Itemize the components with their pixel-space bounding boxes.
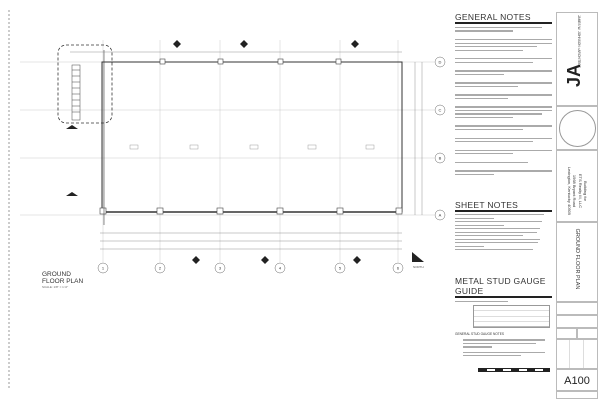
project-address-1: 1968 Bryant Road [572,174,577,208]
columns [99,58,403,215]
date-block [556,315,598,328]
seal-block [556,106,598,150]
grid-bubble-4: 4 [279,266,282,271]
grid-bubble-3: 3 [219,266,222,271]
gauge-guide-title: METAL STUD GAUGE GUIDE [455,276,546,296]
architect-block: JA JAMES W. JOHNSON • ARCHITECT [556,12,598,106]
dimension-lines [70,51,423,250]
grid-bubble-c: C [439,108,442,113]
plan-scale: SCALE: 1/8" = 1'-0" [42,285,69,289]
plan-title-line2: FLOOR PLAN [42,277,84,285]
divider [455,210,552,212]
divider [455,296,552,298]
room-tags [129,144,375,150]
sheet-notes: SHEET NOTES [455,200,552,253]
general-notes: GENERAL NOTES [455,12,552,177]
gauge-table [473,305,550,329]
revisions-block [556,339,598,369]
seal-circle [559,110,596,147]
drawn-by-block [556,302,598,315]
floor-plan-drawing: NORTH 1 2 3 4 5 6 D C B A [20,40,446,274]
sheet-notes-title: SHEET NOTES [455,200,519,210]
project-address-2: Lexington, Kentucky 40509 [567,166,573,216]
grid-lines [20,40,434,262]
sheet-number-block: A100 [556,369,598,391]
north-arrow-icon [412,252,424,262]
column-grid-bubbles: 1 2 3 4 5 6 [97,262,404,274]
grid-bubble-b: B [439,156,442,161]
sheet-title: GROUND FLOOR PLAN [574,228,580,290]
row-grid-bubbles: D C B A [434,56,446,221]
section-markers [66,40,361,264]
grid-bubble-6: 6 [397,266,400,271]
stair-enclosure [57,44,113,124]
north-label: NORTH [413,265,424,269]
job-block [556,328,577,339]
grid-bubble-d: D [439,60,442,65]
plan-title: GROUND FLOOR PLAN SCALE: 1/8" = 1'-0" [42,271,84,290]
grid-bubble-1: 1 [102,266,105,271]
plan-title-line1: GROUND [42,271,71,278]
graphic-scale [478,368,550,372]
project-name-2: ETS Realty III, LLC [578,173,584,209]
stair-treads [71,64,81,121]
footer-block [556,391,598,399]
divider [455,22,552,24]
general-notes-body [455,27,552,176]
building-walls [101,61,403,213]
grid-bubble-2: 2 [159,266,162,271]
sheet-title-block: GROUND FLOOR PLAN [556,222,598,302]
gauge-notes-title: GENERAL STUD GAUGE NOTES [455,332,504,337]
metal-stud-gauge-guide: METAL STUD GAUGE GUIDE GENERAL STUD GAUG… [455,276,552,359]
grid-bubble-a: A [439,213,442,218]
project-name-1: Building for [583,180,588,201]
sheet-number: A100 [564,375,590,387]
architect-logo: JA [564,63,585,88]
grid-bubble-5: 5 [339,266,342,271]
general-notes-title: GENERAL NOTES [455,12,531,22]
checked-block [577,328,598,339]
left-border-strip [8,10,10,390]
architect-name: JAMES W. JOHNSON • ARCHITECT [577,15,581,68]
project-block: Building for ETS Realty III, LLC 1968 Br… [556,150,598,222]
